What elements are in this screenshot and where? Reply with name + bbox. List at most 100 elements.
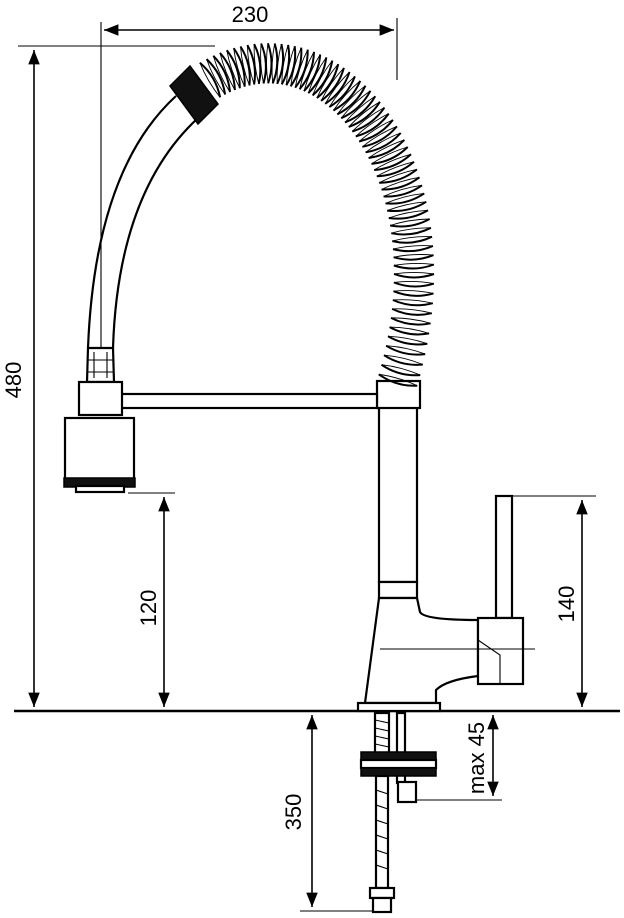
spring-coil-back [312, 60, 333, 96]
spring-coil-back [206, 58, 226, 95]
spring-coil [393, 263, 435, 270]
spring-coil [391, 226, 432, 236]
spring-coil-back [393, 290, 434, 294]
spring-coil [388, 209, 429, 220]
spring-coil-back [316, 63, 339, 99]
spout-tube [86, 64, 219, 349]
spring-coil [383, 184, 423, 198]
spring-coil-back [389, 326, 430, 334]
dim-350: 350 [281, 715, 390, 912]
dim-350-label: 350 [281, 794, 306, 831]
spring-coil [232, 47, 246, 87]
spring-coil [336, 85, 367, 116]
spring-coil-back [290, 47, 302, 87]
spring-coil-back [383, 354, 423, 365]
spring-coil [307, 57, 328, 94]
spring-coil-back [386, 345, 426, 355]
spring-coil [374, 153, 412, 171]
spring-coil [316, 63, 340, 99]
spring-coil [358, 119, 394, 143]
spring-coil [392, 299, 434, 307]
dim-480-label: 480 [1, 362, 26, 399]
spray-head [63, 346, 136, 494]
spring-coil [199, 61, 222, 98]
spring-coil [328, 75, 356, 108]
spring-coil [271, 43, 279, 84]
dim-140: 140 [512, 495, 596, 707]
spring-coil-back [348, 101, 381, 128]
spring-coil-back [389, 218, 430, 226]
support-arm [118, 392, 379, 410]
spring-coil [381, 176, 421, 191]
spring-coil [376, 161, 415, 178]
spring-coil-back [285, 45, 296, 86]
spring-coil [246, 44, 256, 85]
spring-coil-back [324, 71, 350, 105]
spring-coil [365, 132, 402, 154]
spring-coil-back [226, 50, 241, 89]
spring-coil [239, 45, 251, 86]
spring-coil-back [219, 52, 236, 91]
spring-hose [199, 42, 435, 387]
spring-coil [393, 281, 435, 288]
spring-coil-back [391, 227, 431, 234]
spring-coil [392, 244, 434, 253]
spring-coil-back [376, 161, 415, 177]
spring-coil [383, 354, 423, 366]
spring-coil-back [320, 67, 345, 101]
spring-coil-back [358, 119, 394, 142]
spring-coil-back [340, 90, 371, 119]
spring-coil [289, 47, 303, 87]
spring-coil-back [212, 55, 231, 93]
spring-coil [352, 107, 386, 133]
spring-coil-back [294, 49, 309, 88]
spring-coil [311, 60, 334, 97]
spring-coil [389, 218, 431, 228]
faucet-body [356, 379, 535, 713]
spring-coil-back [299, 51, 315, 90]
spring-coil-back [393, 281, 434, 285]
spring-coil [391, 307, 433, 316]
spring-coil [385, 192, 425, 205]
spring-coil-back [393, 254, 434, 258]
spring-coil [253, 43, 262, 85]
spring-coil [266, 42, 273, 84]
spring-coil [387, 200, 427, 212]
spring-coil [348, 101, 381, 128]
spring-coil [387, 335, 428, 346]
spring-coil-back [355, 113, 389, 137]
spring-coil-back [371, 146, 408, 165]
spring-coil-back [276, 43, 282, 84]
spring-coil-back [383, 184, 423, 197]
dim-max45-label: max 45 [464, 722, 489, 794]
spring-coil-back [281, 44, 289, 85]
spring-coil [298, 51, 315, 90]
spring-coil-back [393, 263, 434, 266]
spring-coil-back [271, 43, 276, 84]
spring-coil [393, 290, 434, 297]
spring-coil [285, 45, 297, 86]
spring-coil [371, 146, 409, 165]
under-deck-assembly [359, 711, 438, 914]
spring-coil [355, 113, 390, 138]
spring-coil [385, 344, 426, 356]
dim-max45: max 45 [412, 715, 502, 801]
spring-coil-back [233, 48, 246, 87]
dim-230-label: 230 [232, 2, 269, 27]
spring-coil [212, 55, 231, 93]
spring-coil [320, 67, 345, 102]
dim-120: 120 [128, 492, 175, 707]
spout-end-cap [169, 64, 219, 126]
spring-coil-back [365, 132, 401, 153]
dim-120-label: 120 [136, 590, 161, 627]
spring-coil [392, 235, 433, 244]
spring-coil-back [390, 317, 431, 324]
spring-coil-back [373, 153, 412, 171]
spring-coil-back [333, 80, 361, 111]
spring-coil [344, 95, 377, 124]
spring-coil-back [336, 85, 366, 115]
spring-coil-back [387, 335, 428, 345]
spring-coil-back [381, 176, 420, 190]
spring-coil-back [392, 308, 432, 314]
